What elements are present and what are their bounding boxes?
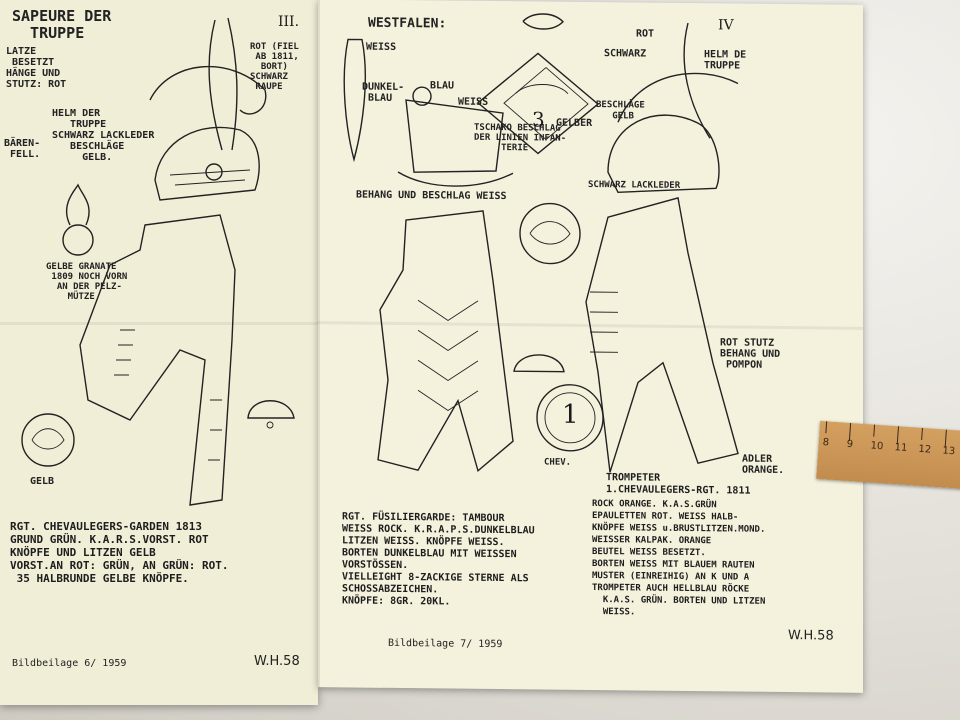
tall-plume-drawing: [343, 38, 366, 163]
right-eagle-badge-drawing: [519, 202, 581, 265]
left-sheet: SAPEURE DER TRUPPE III. LATZE BESETZT HÄ…: [0, 0, 318, 705]
left-note-grenade: GELBE GRANATE 1809 NOCH VORN AN DER PELZ…: [46, 262, 128, 302]
fold-crease: [0, 322, 318, 325]
left-title: SAPEURE DER TRUPPE: [12, 7, 112, 42]
right-signature: W.H.58: [788, 628, 834, 644]
ruler-number: 13: [942, 445, 956, 458]
left-illustrations: [21, 17, 295, 506]
plume-drawing: [208, 17, 238, 151]
half-moon-drawing: [513, 354, 565, 373]
jacket-drawing: [79, 214, 236, 506]
wooden-ruler: 8 9 10 11 12 13: [816, 420, 960, 490]
left-note-fur: BÄREN- FELL.: [4, 138, 41, 160]
ruler-number: 8: [822, 437, 830, 449]
left-footer: Bildbeilage 6/ 1959: [12, 658, 127, 669]
shako-plate-number: 3: [532, 107, 545, 132]
left-caption: RGT. CHEVAULEGERS-GARDEN 1813 GRUND GRÜN…: [10, 520, 229, 585]
left-signature: W.H.58: [254, 654, 300, 669]
right-footer: Bildbeilage 7/ 1959: [388, 637, 503, 651]
grenade-drawing: [62, 224, 94, 256]
right-helmet-drawing: [607, 114, 720, 194]
right-caption-right: ROCK ORANGE. K.A.S.GRÜN EPAULETTEN ROT. …: [592, 499, 766, 618]
ruler-number: 12: [918, 443, 932, 456]
right-caption-left: RGT. FÜSILIERGARDE: TAMBOUR WEISS ROCK. …: [342, 511, 535, 608]
right-caption-title: TROMPETER 1.CHEVAULEGERS-RGT. 1811: [606, 472, 751, 497]
drummer-jacket-drawing: [377, 210, 514, 473]
right-sheet: WESTFALEN: IV WEISS DUNKEL- BLAU BLAU WE…: [318, 0, 863, 693]
left-plate-number: III.: [278, 14, 300, 30]
left-note-plume: ROT (FIEL AB 1811, BORT) SCHWARZ RAUPE: [250, 42, 299, 92]
ruler-number: 9: [846, 438, 854, 451]
right-illustrations: [343, 13, 739, 473]
trumpeter-jacket-drawing: [585, 197, 739, 473]
shako-plate-drawing: [476, 52, 600, 155]
badge-number: 1: [562, 399, 579, 430]
ruler-number: 10: [870, 440, 884, 453]
left-note-upper: LATZE BESETZT HÄNGE UND STUTZ: ROT: [6, 46, 67, 90]
ruler-number: 11: [894, 442, 908, 454]
shako-drawing: [405, 99, 504, 173]
helmet-drawing: [154, 126, 260, 201]
eagle-badge-drawing: [21, 413, 75, 467]
left-note-helmet: HELM DER TRUPPE SCHWARZ LACKLEDER BESCHL…: [52, 108, 155, 163]
button-drawing: [247, 400, 295, 419]
left-note-gelb: GELB: [30, 476, 55, 487]
